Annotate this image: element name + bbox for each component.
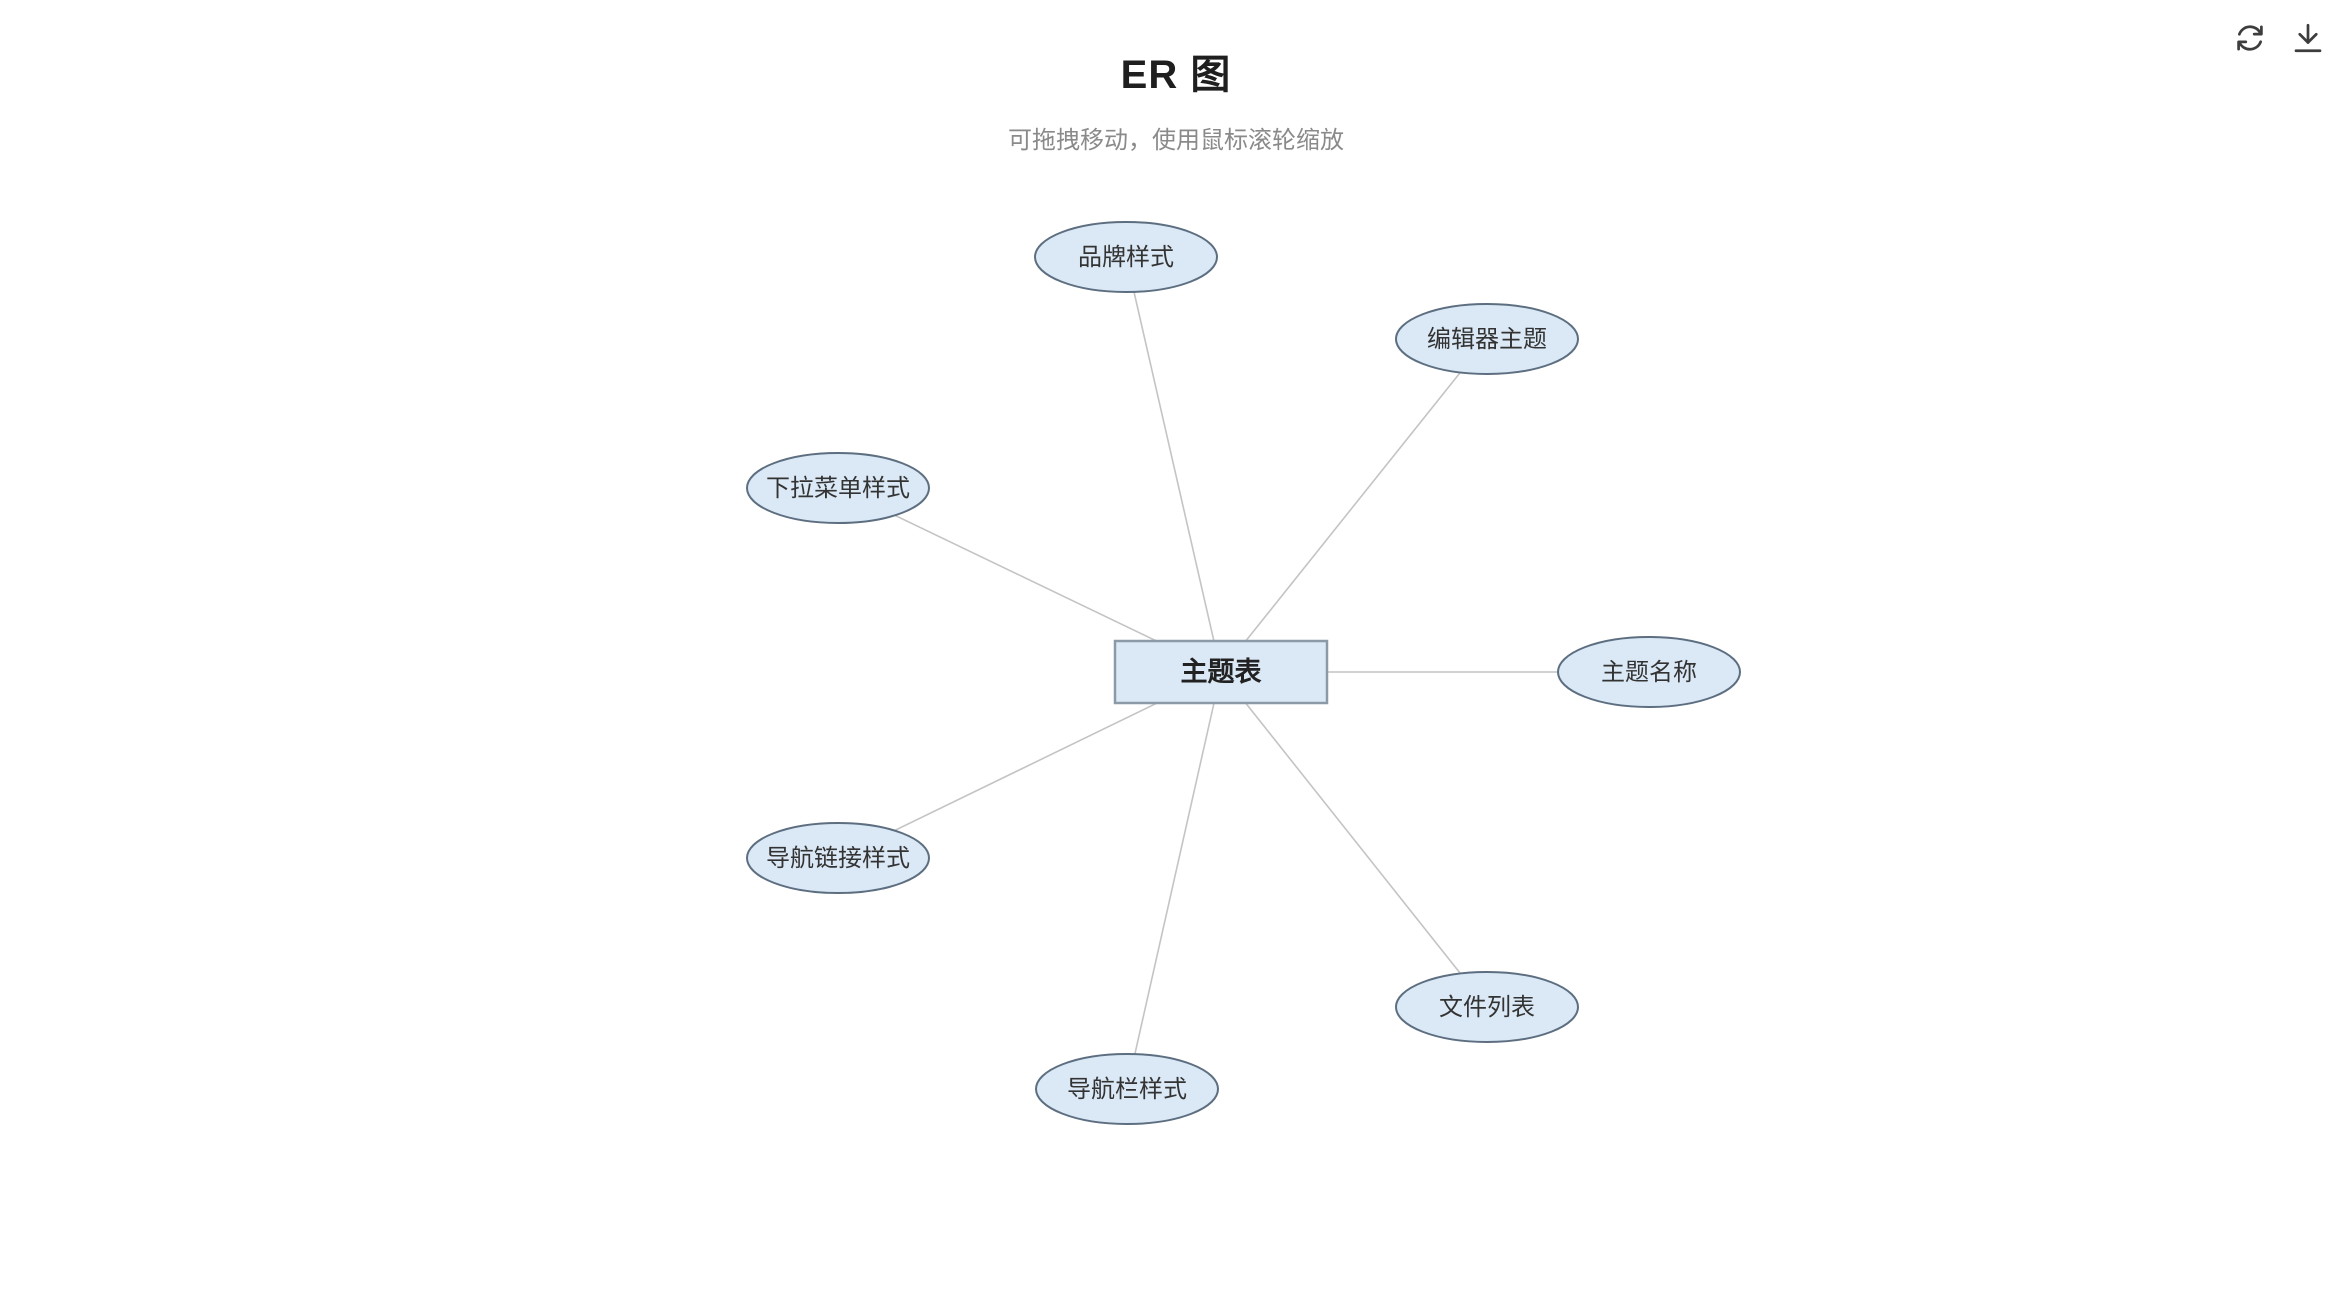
attribute-label: 编辑器主题 xyxy=(1427,326,1547,353)
relation-edge xyxy=(1126,671,1222,1090)
attribute-node[interactable]: 文件列表 xyxy=(1395,971,1579,1043)
attribute-label: 下拉菜单样式 xyxy=(766,475,910,502)
attribute-label: 导航链接样式 xyxy=(766,845,910,872)
toolbar xyxy=(2232,20,2326,56)
attribute-label: 导航栏样式 xyxy=(1067,1076,1187,1103)
entity-node[interactable]: 主题表 xyxy=(1113,639,1329,705)
relation-edge xyxy=(1125,256,1222,673)
attribute-node[interactable]: 下拉菜单样式 xyxy=(746,452,930,524)
attribute-label: 品牌样式 xyxy=(1078,244,1174,271)
relation-edge xyxy=(1220,671,1488,1008)
attribute-label: 文件列表 xyxy=(1439,994,1535,1021)
download-icon[interactable] xyxy=(2290,20,2326,56)
attribute-node[interactable]: 主题名称 xyxy=(1557,636,1741,708)
attribute-node[interactable]: 导航链接样式 xyxy=(746,822,930,894)
attribute-node[interactable]: 品牌样式 xyxy=(1034,221,1218,293)
refresh-icon[interactable] xyxy=(2232,20,2268,56)
attribute-node[interactable]: 导航栏样式 xyxy=(1035,1053,1219,1125)
attribute-node[interactable]: 编辑器主题 xyxy=(1395,303,1579,375)
relation-edge xyxy=(1220,338,1488,673)
attribute-label: 主题名称 xyxy=(1601,659,1697,686)
entity-label: 主题表 xyxy=(1181,657,1262,687)
